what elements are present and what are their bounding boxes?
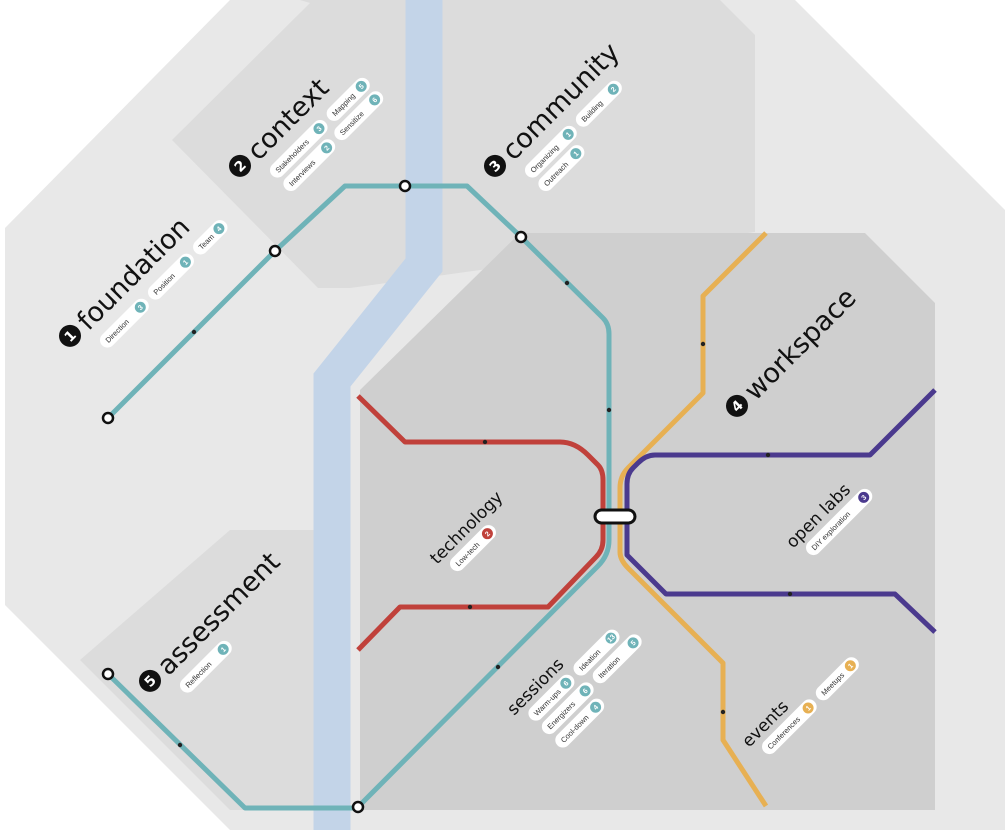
count-badge-number: 6 [563, 680, 571, 688]
direction-marker [606, 407, 612, 413]
count-badge-number: 2 [610, 86, 618, 94]
count-badge [481, 528, 493, 540]
pill-background [524, 125, 577, 178]
direction-marker [787, 591, 793, 597]
station-assessment-start[interactable] [101, 667, 115, 681]
red-line [356, 394, 606, 652]
pill-background [762, 699, 817, 755]
station-context[interactable] [268, 244, 282, 258]
count-badge [562, 128, 574, 140]
count-badge [213, 223, 225, 235]
count-badge-number: 1 [805, 705, 813, 713]
count-badge [179, 256, 191, 268]
count-badge-number: 4 [592, 704, 600, 712]
zone-number-badge [59, 324, 81, 347]
count-badge-number: 3 [316, 125, 324, 133]
station-river-crossing[interactable] [398, 179, 412, 193]
river [313, 0, 443, 830]
count-badge [802, 702, 814, 714]
direction-marker [467, 604, 473, 610]
count-badge-number: 1 [573, 150, 581, 158]
count-badge-number: 4 [216, 225, 224, 233]
direction-marker [700, 341, 706, 347]
count-badge-number: 6 [371, 97, 379, 105]
count-badge [313, 123, 325, 135]
count-badge [217, 643, 229, 655]
count-badge [134, 301, 146, 313]
station-foundation-start[interactable] [101, 411, 115, 425]
count-badge [858, 491, 870, 503]
station-community[interactable] [514, 230, 528, 244]
count-badge [579, 685, 591, 697]
count-badge [590, 701, 602, 713]
count-badge [607, 83, 619, 95]
count-badge-number: 1 [220, 646, 228, 654]
count-badge-number: 2 [323, 145, 331, 153]
count-badge [321, 142, 333, 154]
teal-line-assessment [106, 672, 358, 811]
direction-marker [482, 439, 488, 445]
pill-background [806, 488, 873, 556]
pill-background [179, 640, 232, 693]
count-badge-number: 5 [358, 83, 366, 91]
count-badge-number: 1 [847, 663, 855, 671]
station-interchange[interactable] [593, 508, 637, 525]
direction-marker [191, 329, 197, 335]
direction-marker [765, 452, 771, 458]
zone-block-context [172, 0, 755, 288]
teal-line-top [106, 183, 612, 809]
zone-number-badge [484, 154, 506, 177]
pill-background [541, 682, 594, 735]
direction-marker [177, 742, 183, 748]
count-badge [560, 677, 572, 689]
station-assessment-end[interactable] [351, 800, 365, 814]
zone-number-badge [139, 669, 161, 692]
count-badge-number: 2 [484, 530, 492, 538]
count-badge [570, 148, 582, 160]
count-badge-number: 1 [565, 131, 573, 139]
count-badge-number: 3 [861, 494, 869, 502]
count-badge [605, 632, 617, 644]
zone-number-badge [229, 154, 251, 177]
count-badge-number: 5 [630, 640, 638, 648]
count-badge-number: 1 [182, 259, 190, 267]
zone-block-assessment [80, 530, 350, 810]
purple-line [624, 388, 937, 634]
count-badge-number: 6 [582, 688, 590, 696]
pill-background [269, 120, 328, 178]
zone-number-badge [726, 394, 748, 417]
count-badge [355, 80, 367, 92]
count-badge [369, 94, 381, 106]
direction-marker [564, 280, 570, 286]
zone-block-workspace [360, 233, 935, 810]
count-badge-number: 3 [137, 304, 145, 312]
pill-background [283, 139, 336, 192]
count-badge-number: 13 [606, 634, 617, 645]
count-badge [627, 637, 639, 649]
direction-marker [720, 709, 726, 715]
direction-marker [495, 664, 501, 670]
count-badge [844, 660, 856, 672]
